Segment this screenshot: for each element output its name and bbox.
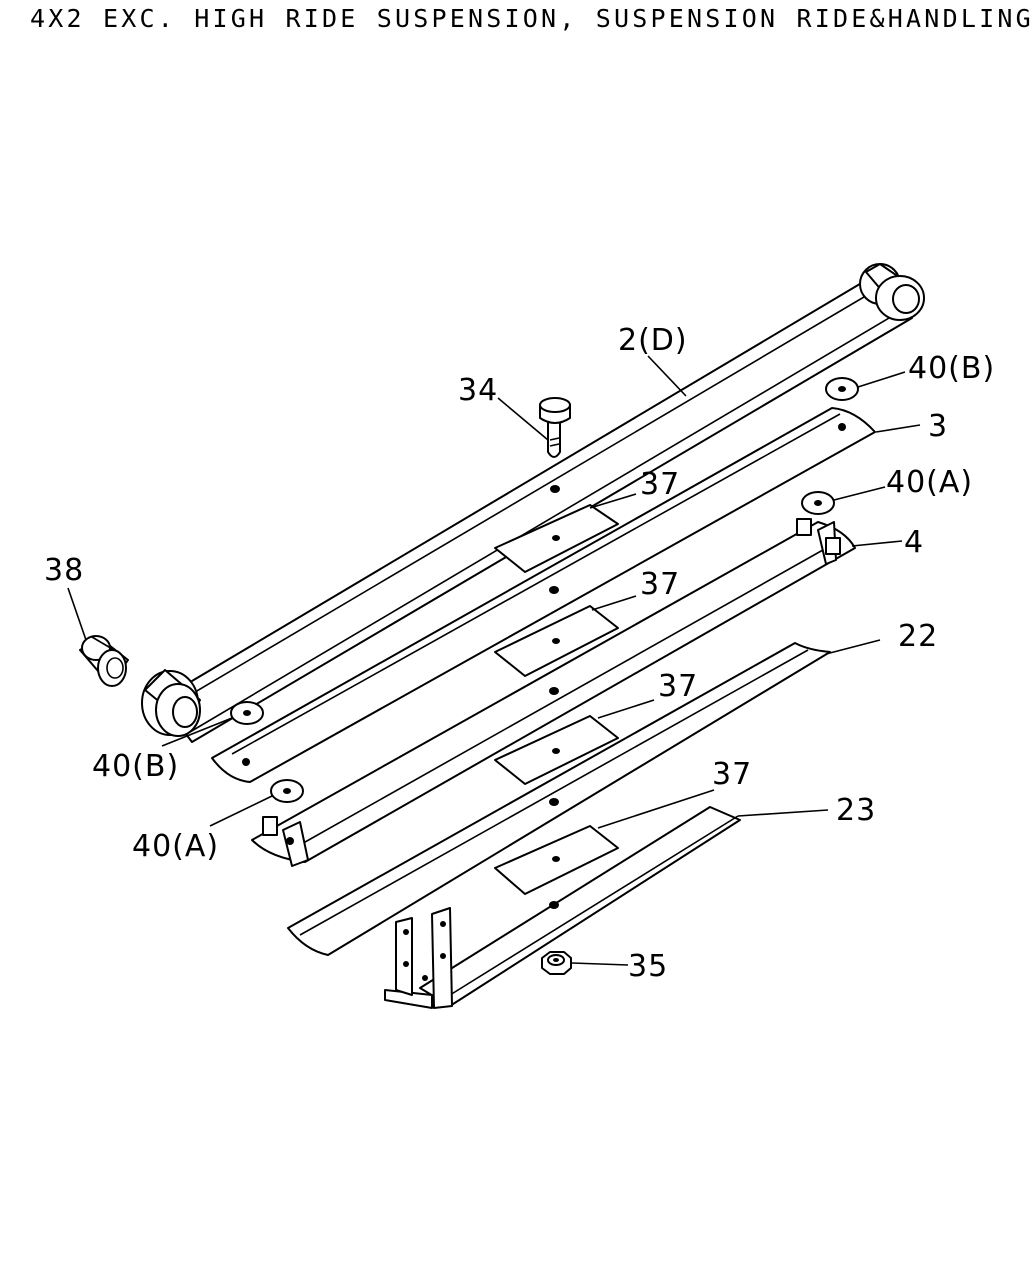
callout-2d: 2(D) [618,323,688,358]
callout-37-4: 37 [712,757,752,792]
callout-37-3: 37 [658,669,698,704]
callout-40b-top: 40(B) [908,351,995,386]
washers-40 [230,377,859,803]
main-leaf-2d [141,263,925,743]
callout-40a-top: 40(A) [886,465,973,500]
callout-34: 34 [458,373,498,408]
callout-4: 4 [904,525,924,560]
callout-23: 23 [836,793,876,828]
center-bolt-34 [539,397,571,458]
callout-38: 38 [44,553,84,588]
diagram-title: 4X2 EXC. HIGH RIDE SUSPENSION, SUSPENSIO… [30,4,1034,33]
leader-lines [67,355,921,966]
callout-35: 35 [628,949,668,984]
callout-labels: 34 2(D) 40(B) 3 37 40(A) 4 38 37 22 37 4… [44,323,995,984]
spacer-pads-37 [494,504,619,895]
callout-40a-left: 40(A) [132,829,219,864]
nut-35 [541,951,572,975]
leaf-23 [384,806,741,1009]
bushing-38 [79,635,129,687]
leaf-4 [251,518,856,867]
callout-22: 22 [898,619,938,654]
callout-40b-left: 40(B) [92,749,179,784]
leaf-22 [287,642,831,956]
callout-37-2: 37 [640,567,680,602]
leaf-3 [211,407,876,783]
callout-3: 3 [928,409,948,444]
callout-37-1: 37 [640,467,680,502]
